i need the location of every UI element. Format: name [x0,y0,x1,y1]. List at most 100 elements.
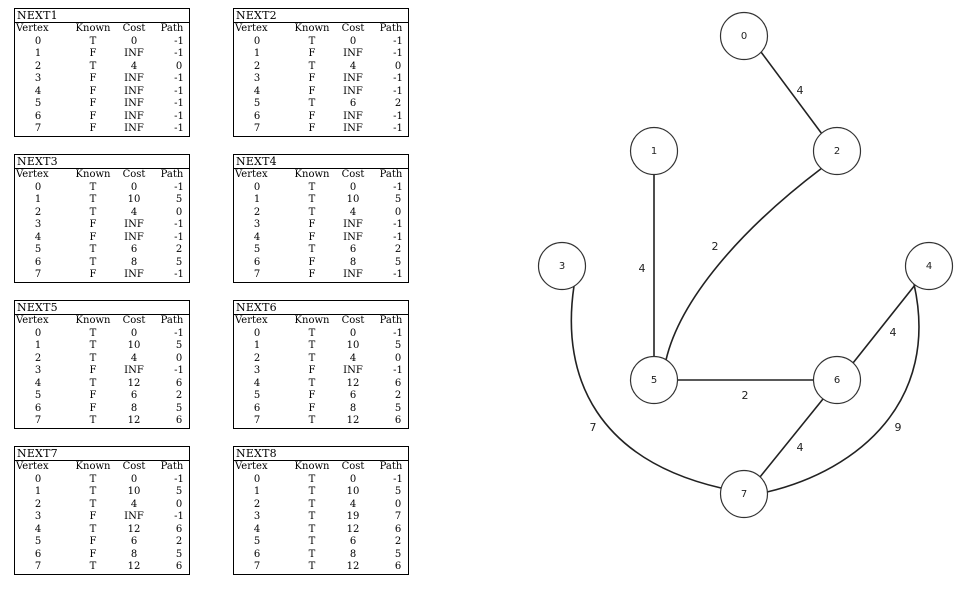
cell-known: F [308,365,316,376]
header-path: Path [160,315,184,326]
edge-0-2 [760,51,823,135]
cell-vertex: 6 [34,402,42,414]
cell-cost: 10 [346,340,360,351]
edge-weight-1-5: 4 [639,262,646,275]
cell-known: T [89,181,97,193]
cell-path: 5 [394,486,402,497]
cell-cost: INF [124,219,144,230]
cell-vertex: 7 [253,123,261,134]
cell-known: T [89,486,97,497]
cell-vertex: 4 [34,523,42,535]
cell-known: T [308,486,316,497]
cell-cost: 4 [349,352,357,364]
node-circle [904,241,954,291]
cell-path: 2 [394,536,402,547]
cell-path: -1 [174,110,184,122]
cell-vertex: 1 [34,486,42,497]
header-vertex: Vertex [16,169,49,180]
header-cost: Cost [122,23,146,34]
cell-vertex: 6 [253,110,261,122]
cell-known: T [89,340,97,351]
cell-cost: 12 [127,377,141,389]
cell-path: -1 [393,181,403,193]
cell-path: -1 [174,35,184,47]
cell-cost: 4 [349,498,357,510]
cell-path: -1 [174,219,184,230]
cell-known: T [308,561,316,572]
cell-known: T [89,473,97,485]
cell-path: -1 [393,48,403,59]
table-title: NEXT8 [234,447,408,461]
cell-vertex: 6 [253,402,261,414]
cell-known: T [308,35,316,47]
cell-known: T [308,498,316,510]
node-label: 4 [926,261,932,272]
edge-2-5 [665,167,823,361]
node-circle [629,355,679,405]
cell-path: -1 [174,231,184,243]
cell-cost: 4 [130,206,138,218]
cell-known: F [308,85,316,97]
node-1: 1 [629,126,679,176]
cell-vertex: 6 [253,548,261,560]
cell-cost: INF [124,511,144,522]
header-vertex: Vertex [235,461,268,472]
cell-known: T [89,206,97,218]
cell-path: 0 [175,498,183,510]
edge-weight-4-7: 9 [895,421,902,434]
cell-known: T [308,60,316,72]
cell-known: F [308,73,316,84]
cell-known: T [89,498,97,510]
cell-vertex: 3 [253,219,261,230]
cell-vertex: 2 [34,498,42,510]
cell-cost: 4 [130,60,138,72]
cell-vertex: 3 [34,219,42,230]
cell-cost: INF [124,85,144,97]
cell-vertex: 2 [34,60,42,72]
table-title: NEXT1 [15,9,189,23]
node-label: 0 [741,31,747,42]
cell-known: T [89,415,97,426]
table-title: NEXT2 [234,9,408,23]
cell-known: F [308,48,316,59]
graph-edges [570,51,920,493]
node-label: 5 [651,375,657,386]
node-label: 7 [741,489,747,500]
cell-cost: INF [124,365,144,376]
node-label: 2 [834,146,840,157]
header-path: Path [379,315,403,326]
cell-path: -1 [393,35,403,47]
node-4: 4 [904,241,954,291]
cell-known: T [308,377,316,389]
cell-vertex: 0 [253,181,261,193]
cell-path: -1 [393,231,403,243]
cell-known: F [89,402,97,414]
cell-path: 5 [175,548,183,560]
cell-vertex: 1 [253,194,261,205]
